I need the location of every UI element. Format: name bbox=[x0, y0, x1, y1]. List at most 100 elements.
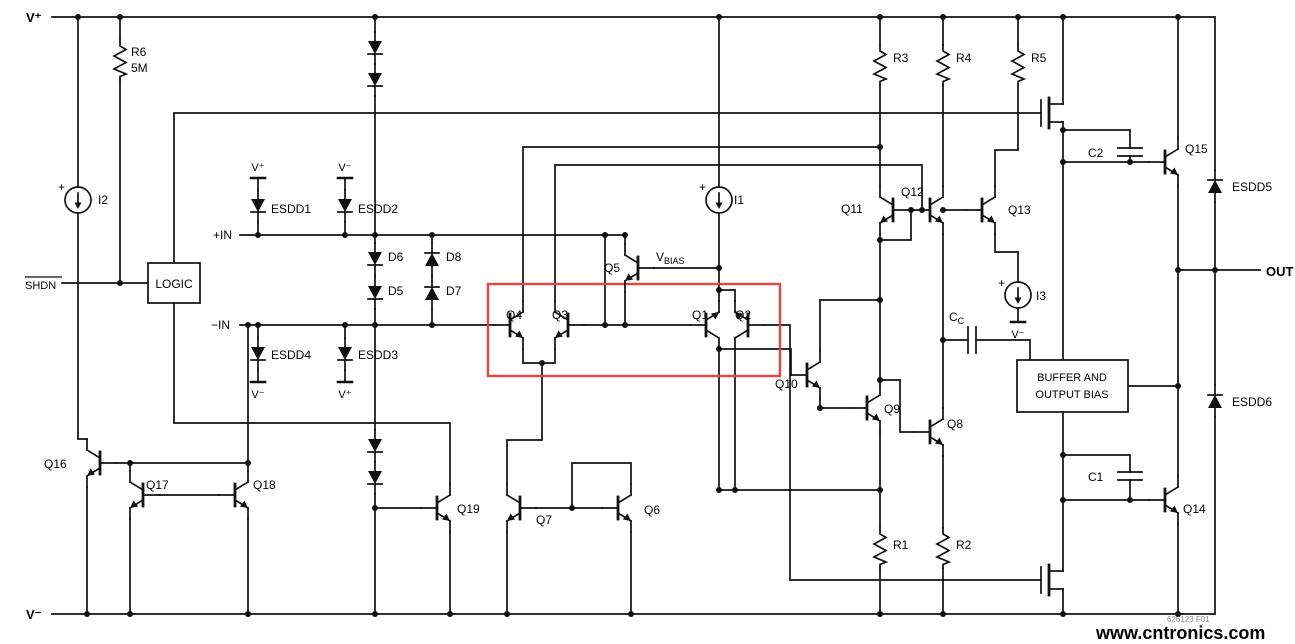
diode-d6-symbol bbox=[367, 242, 383, 276]
transistor-q7-symbol bbox=[505, 482, 538, 534]
mosfet-bottom-symbol bbox=[1039, 563, 1065, 597]
diode-esdd4-symbol bbox=[250, 337, 266, 371]
q4-label: Q4 bbox=[506, 308, 522, 322]
i2-plus-sign: + bbox=[58, 180, 65, 194]
transistor-q19-symbol bbox=[419, 482, 452, 534]
diode-esdd3-symbol bbox=[337, 337, 353, 371]
d7-label: D7 bbox=[446, 284, 462, 298]
in-minus-pin-label: −IN bbox=[211, 318, 230, 332]
supply-diode-top1-symbol bbox=[367, 31, 383, 65]
transistor-q10-symbol bbox=[789, 349, 822, 401]
d8-label: D8 bbox=[446, 250, 462, 264]
q2-label: Q2 bbox=[735, 308, 751, 322]
diode-d8-symbol bbox=[424, 242, 440, 276]
esdd1-vplus-label: V⁺ bbox=[251, 162, 264, 174]
capacitor-cc-symbol bbox=[967, 326, 977, 354]
q9-label: Q9 bbox=[884, 402, 900, 416]
i3-vminus-label: V⁻ bbox=[1011, 329, 1024, 341]
esdd2-label: ESDD2 bbox=[358, 202, 398, 216]
vbias-label: VBIAS bbox=[656, 250, 685, 266]
i3-label: I3 bbox=[1036, 289, 1046, 303]
in-plus-pin-label: +IN bbox=[213, 228, 232, 242]
q11-label: Q11 bbox=[841, 202, 863, 216]
transistor-q9-symbol bbox=[849, 382, 882, 434]
esdd4-label: ESDD4 bbox=[271, 348, 311, 362]
current-source-i3-symbol bbox=[1004, 281, 1032, 309]
q12-label: Q12 bbox=[901, 185, 924, 199]
i1-label: I1 bbox=[734, 193, 744, 207]
resistor-r5-symbol bbox=[1011, 44, 1025, 86]
supply-diode-bottom2-symbol bbox=[367, 461, 383, 495]
r5-label: R5 bbox=[1031, 51, 1047, 65]
i2-label: I2 bbox=[98, 193, 108, 207]
d5-label: D5 bbox=[388, 284, 404, 298]
r1-label: R1 bbox=[893, 538, 909, 552]
q5-label: Q5 bbox=[604, 261, 620, 275]
r6-value-label: 5M bbox=[131, 61, 148, 75]
r3-label: R3 bbox=[893, 51, 909, 65]
q6-label: Q6 bbox=[644, 503, 660, 517]
figure-code: 626123 F01 bbox=[1167, 615, 1210, 624]
q8-label: Q8 bbox=[947, 417, 963, 431]
supply-diode-top2-symbol bbox=[367, 63, 383, 97]
c2-label: C2 bbox=[1088, 146, 1104, 160]
esdd6-label: ESDD6 bbox=[1232, 395, 1272, 409]
current-source-i2-symbol bbox=[64, 186, 92, 214]
q18-label: Q18 bbox=[253, 478, 276, 492]
buffer-output-bias-block bbox=[1016, 359, 1129, 413]
q15-label: Q15 bbox=[1185, 142, 1208, 156]
transistor-q15-symbol bbox=[1147, 136, 1180, 188]
resistor-r6-symbol bbox=[113, 39, 127, 81]
highlight-box bbox=[486, 282, 782, 378]
diode-d7-symbol bbox=[424, 276, 440, 310]
cc-sub: C bbox=[958, 316, 965, 326]
cc-main: C bbox=[949, 310, 958, 324]
vbias-sub: BIAS bbox=[664, 256, 685, 266]
logic-label: LOGIC bbox=[155, 277, 193, 291]
buffer-label-line1: BUFFER AND bbox=[1037, 372, 1107, 384]
i1-plus-sign: + bbox=[699, 180, 706, 194]
mosfet-top-symbol bbox=[1039, 96, 1065, 130]
transistor-q13-symbol bbox=[964, 184, 997, 236]
capacitor-c1-symbol bbox=[1117, 471, 1143, 481]
transistor-q18-symbol bbox=[217, 469, 250, 521]
resistor-r2-symbol bbox=[936, 527, 950, 569]
q19-label: Q19 bbox=[457, 502, 480, 516]
logic-block bbox=[147, 262, 201, 304]
c1-label: C1 bbox=[1088, 470, 1104, 484]
transistor-q8-symbol bbox=[912, 406, 945, 458]
diode-esdd2-symbol bbox=[337, 189, 353, 223]
out-pin-label: OUT bbox=[1266, 264, 1294, 279]
transistor-q14-symbol bbox=[1147, 474, 1180, 526]
q17-label: Q17 bbox=[146, 478, 169, 492]
r2-label: R2 bbox=[956, 538, 972, 552]
esdd1-label: ESDD1 bbox=[271, 202, 311, 216]
resistor-r1-symbol bbox=[873, 527, 887, 569]
q14-label: Q14 bbox=[1183, 502, 1206, 516]
r6-label: R6 bbox=[131, 45, 147, 59]
capacitor-c2-symbol bbox=[1117, 147, 1143, 157]
esdd3-vplus-label: V⁺ bbox=[338, 389, 351, 401]
current-source-i1-symbol bbox=[705, 186, 733, 214]
buffer-label-line2: OUTPUT BIAS bbox=[1035, 389, 1108, 401]
q16-label: Q16 bbox=[44, 457, 67, 471]
esdd2-vminus-label: V⁻ bbox=[338, 162, 351, 174]
supply-diode-bottom1-symbol bbox=[367, 429, 383, 463]
diode-d5-symbol bbox=[367, 276, 383, 310]
esdd4-vminus-label: V⁻ bbox=[251, 389, 264, 401]
resistor-r3-symbol bbox=[873, 44, 887, 86]
cc-label: CC bbox=[949, 310, 965, 326]
transistor-q16-symbol bbox=[85, 437, 118, 489]
junction-dots bbox=[75, 14, 1218, 617]
q3-label: Q3 bbox=[552, 308, 568, 322]
q13-label: Q13 bbox=[1008, 203, 1031, 217]
q1-label: Q1 bbox=[692, 308, 708, 322]
wires bbox=[51, 16, 1261, 615]
q10-label: Q10 bbox=[775, 377, 798, 391]
resistor-r4-symbol bbox=[936, 44, 950, 86]
shdn-pin-label: SHDN bbox=[25, 280, 56, 292]
esdd3-label: ESDD3 bbox=[358, 348, 398, 362]
r4-label: R4 bbox=[956, 51, 972, 65]
